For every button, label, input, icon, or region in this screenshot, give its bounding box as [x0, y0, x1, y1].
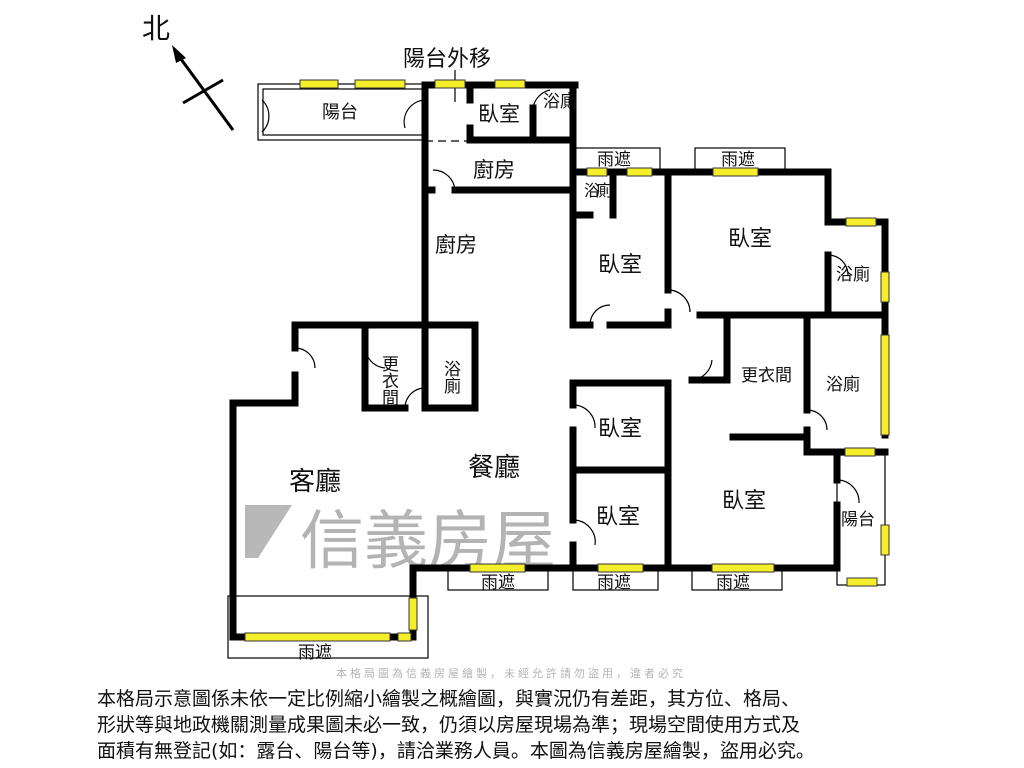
- room-label: 臥室: [728, 227, 772, 252]
- canopy-label: 雨遮: [597, 573, 631, 593]
- doors: [261, 89, 860, 546]
- room-label: 浴廁: [826, 374, 860, 395]
- canopy-label: 雨遮: [721, 150, 755, 170]
- room-label: 更衣間: [741, 366, 792, 386]
- room-label: 臥室: [598, 253, 642, 278]
- room-label: 浴廁: [440, 360, 461, 395]
- canopy-label: 雨遮: [716, 573, 750, 593]
- room-label: 廚房: [473, 158, 515, 182]
- room-label: 浴廁: [543, 91, 577, 112]
- notice-line: 面積有無登記(如：露台、陽台等)，請洽業務人員。本圖為信義房屋繪製，盜用必究。: [97, 740, 815, 762]
- room-label: 臥室: [722, 489, 766, 514]
- canopy-labels: 雨遮 雨遮 雨遮 雨遮 雨遮 雨遮: [298, 150, 755, 663]
- room-label: 更衣間: [378, 355, 399, 407]
- balcony-moved-note: 陽台外移: [403, 47, 491, 72]
- canopy-label: 雨遮: [481, 573, 515, 593]
- windows: [244, 79, 890, 642]
- room-labels: 陽台 臥室 浴廁 廚房 廚房 浴廁 臥室 臥室 浴廁 更衣間 浴廁 更衣間 浴廁…: [289, 91, 875, 530]
- disclaimer-notice: 本格局示意圖係未依一定比例縮小繪製之概繪圖，與實況仍有差距，其方位、格局、 形狀…: [97, 686, 937, 764]
- canopy-label: 雨遮: [597, 150, 631, 170]
- room-label: 餐廳: [468, 453, 520, 483]
- room-label: 臥室: [598, 417, 642, 442]
- north-label: 北: [142, 12, 170, 45]
- room-label: 浴廁: [584, 181, 612, 200]
- canopy-label: 雨遮: [298, 643, 332, 663]
- north-arrow-icon: [172, 45, 235, 131]
- watermark-logo: [245, 505, 292, 558]
- room-label: 陽台: [841, 510, 875, 530]
- walls: [229, 81, 889, 641]
- room-label: 浴廁: [836, 264, 870, 285]
- notice-line: 形狀等與地政機關測量成果圖未必一致，仍須以房屋現場為準；現場空間使用方式及: [97, 714, 801, 736]
- notice-line: 本格局示意圖係未依一定比例縮小繪製之概繪圖，與實況仍有差距，其方位、格局、: [97, 688, 801, 710]
- room-label: 陽台: [322, 102, 358, 123]
- room-label: 客廳: [289, 467, 341, 497]
- room-label: 臥室: [596, 505, 640, 530]
- room-label: 廚房: [435, 233, 477, 257]
- room-label: 臥室: [478, 102, 520, 126]
- watermark-copyright: 本格局圖為信義房屋繪製，未經允許請勿盜用，違者必究: [336, 666, 686, 680]
